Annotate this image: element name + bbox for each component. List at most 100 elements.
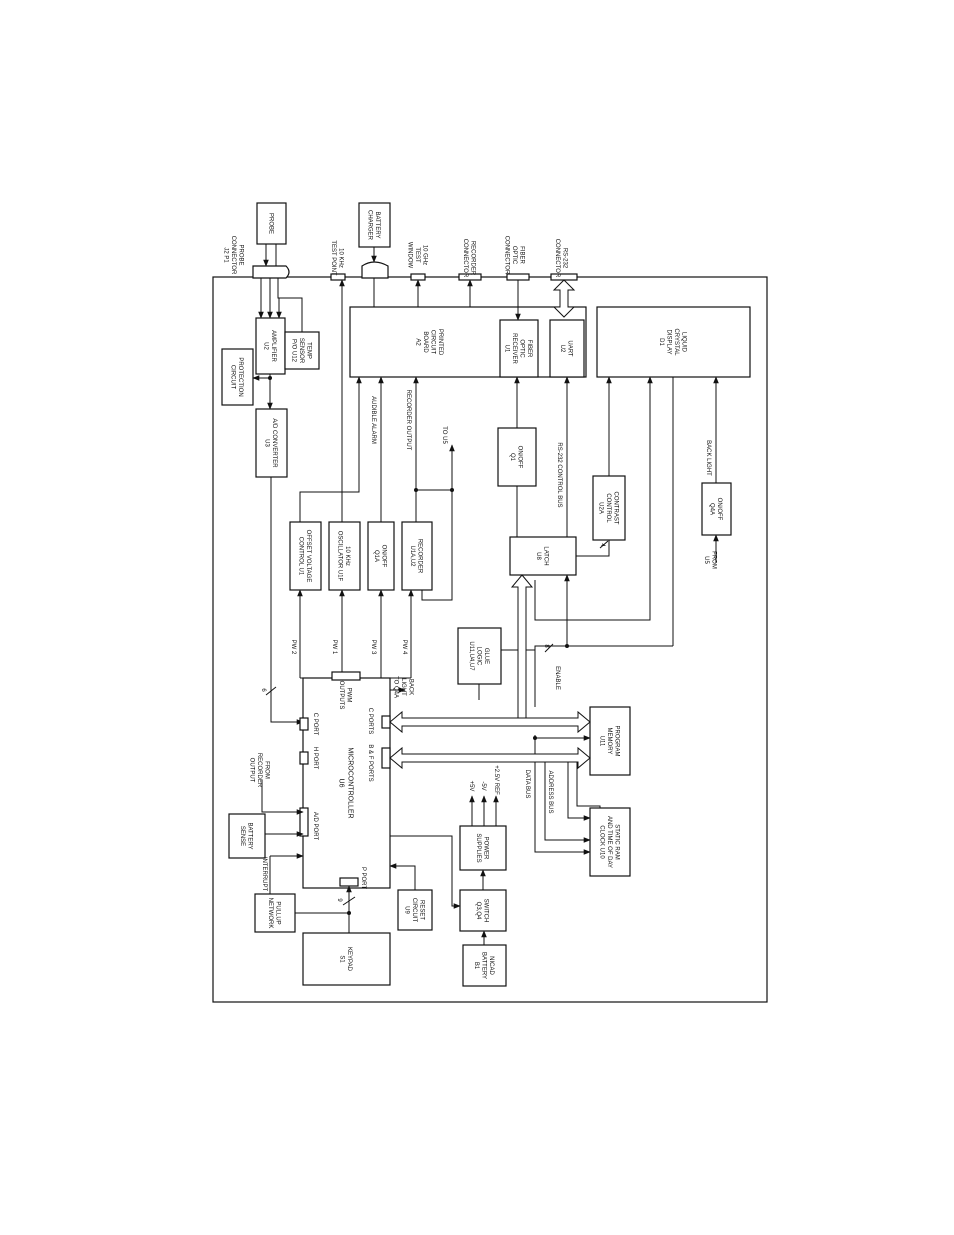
block-microcontroller-label: MICROCONTROLLERU6 bbox=[338, 747, 354, 818]
text-line: P/O U12 bbox=[290, 339, 296, 363]
text-line: CRYSTAL bbox=[673, 328, 679, 356]
bfports-tab bbox=[381, 747, 391, 769]
text-line: FIBER bbox=[518, 246, 524, 264]
text-line: BATTERY bbox=[374, 211, 380, 238]
block-keypad-label: KEYPADS1 bbox=[339, 947, 353, 972]
text-line: PRINTED bbox=[437, 329, 443, 356]
text-line: PW 4 bbox=[401, 640, 407, 655]
junction-mem bbox=[533, 736, 537, 740]
label-pw2: PW 2 bbox=[290, 640, 296, 655]
block-switch-label: SWITCHQ3,Q4 bbox=[475, 899, 489, 923]
block-nicad-battery-label: NICADBATTERYB1 bbox=[473, 952, 494, 979]
text-line: CONNECTOR bbox=[230, 236, 236, 275]
block-protection-circuit-label: PROTECTIONCIRCUIT bbox=[230, 357, 244, 396]
text-line: C PORTS bbox=[367, 708, 373, 735]
text-line: CONTRAST bbox=[612, 492, 618, 525]
text-line: NETWORK bbox=[267, 898, 273, 929]
block-latch-label: LATCHU8 bbox=[535, 546, 549, 565]
text-line: PW 1 bbox=[331, 640, 337, 655]
text-line: CIRCUIT bbox=[230, 365, 236, 390]
text-line: ON/OFF bbox=[381, 545, 387, 568]
text-line: FROM bbox=[263, 761, 269, 779]
test-point-pad bbox=[330, 273, 346, 281]
test-window-pad bbox=[410, 273, 426, 281]
text-line: RS-232 CONTROL BUS bbox=[556, 442, 562, 507]
block-amplifier-label: AMPLIFIERU2 bbox=[263, 330, 277, 362]
text-line: KEYPAD bbox=[346, 947, 352, 972]
text-line: CONNECTOR bbox=[462, 239, 468, 278]
labels: PROBECONNECTORJ2 P1 10 KHzTEST POINT 10 … bbox=[222, 236, 716, 903]
block-battery-sense: BATTERYSENSE bbox=[228, 813, 266, 859]
pwm-port-tab bbox=[331, 671, 361, 681]
label-pw4: PW 4 bbox=[401, 640, 407, 655]
text-line: RESET bbox=[418, 900, 424, 920]
text-line: RECORDER bbox=[417, 539, 423, 574]
block-ad-converter-label: A/D CONVERTERU3 bbox=[264, 418, 278, 468]
block-latch: LATCHU8 bbox=[509, 536, 577, 576]
text-line: SUPPLIES bbox=[475, 833, 481, 862]
text-line: PROGRAM bbox=[613, 725, 619, 756]
label-from-u5: FROMU5 bbox=[703, 551, 717, 569]
junction-recorder bbox=[414, 488, 418, 492]
wire-mem-ram bbox=[576, 760, 601, 808]
text-line: MEMORY bbox=[606, 728, 612, 755]
block-static-ram-label: STATIC RAMAND TIME OF DAYCLOCK U10 bbox=[598, 816, 619, 868]
label-n9: 9 bbox=[336, 898, 342, 902]
block-temp-sensor-label: TEMPSENSORP/O U12 bbox=[290, 338, 311, 364]
text-line: OFFSET VOLTAGE bbox=[305, 530, 311, 583]
block-microcontroller: MICROCONTROLLERU6 bbox=[302, 677, 391, 889]
label-test-point: 10 KHzTEST POINT bbox=[330, 240, 344, 276]
text-line: TEMP bbox=[305, 342, 311, 359]
cports-tab bbox=[381, 715, 391, 729]
block-pullup-network-label: PULLUPNETWORK bbox=[267, 898, 281, 929]
text-line: +2.5V REF bbox=[493, 765, 499, 795]
text-line: RECORDER bbox=[256, 753, 262, 788]
text-line: CONTROL bbox=[605, 493, 611, 523]
text-line: U6 bbox=[338, 779, 345, 788]
rs232-bus-arrow bbox=[552, 279, 576, 318]
block-offset-voltage-control: OFFSET VOLTAGECONTROL U1 bbox=[289, 521, 322, 591]
block-printed-circuit-board: PRINTEDCIRCUITBOARDA2 bbox=[349, 306, 587, 378]
text-line: FROM bbox=[711, 551, 717, 569]
probe-connector-shape bbox=[252, 265, 290, 279]
buses bbox=[389, 279, 591, 770]
wire-adc-cport bbox=[270, 477, 304, 725]
label-ref25v: +2.5V REF bbox=[493, 765, 499, 795]
label-interrupt: INTERRUPT bbox=[261, 857, 267, 892]
text-line: BACK LIGHT bbox=[705, 440, 711, 476]
block-onoff-q1: ON/OFFQ1 bbox=[497, 427, 537, 487]
label-bf-ports: B & F PORTS bbox=[367, 744, 373, 781]
text-line: Q1 bbox=[509, 453, 515, 462]
block-onoff-q1a: ON/OFFQ1A bbox=[367, 521, 395, 591]
label-recorder-connector: RECORDERCONNECTOR bbox=[462, 239, 476, 278]
blocks: PROBE BATTERYCHARGER AMPLIFIERU2 TEMPSEN… bbox=[221, 202, 751, 987]
label-data-bus: DATA BUS bbox=[524, 770, 530, 799]
wire-databus-lcd bbox=[534, 376, 653, 621]
label-test-window: 10 GHzTESTWINDOW bbox=[406, 242, 427, 269]
label-pwm-outputs: PWMOUTPUTS bbox=[338, 681, 352, 710]
block-liquid-crystal-display-label: LIQUIDCRYSTALDISPLAYD1 bbox=[658, 328, 687, 356]
text-line: P PORT bbox=[360, 867, 366, 889]
text-line: 6 bbox=[260, 688, 266, 692]
bus-tick-4 bbox=[599, 540, 609, 549]
block-contrast-control: CONTRASTCONTROLU2A bbox=[592, 475, 626, 541]
text-line: PWM bbox=[346, 688, 352, 703]
block-onoff-q1a-label: ON/OFFQ1A bbox=[373, 545, 387, 568]
text-line: PULLUP bbox=[275, 901, 281, 924]
block-glue-logic-label: GLUELOGICU11,U4,U7 bbox=[468, 641, 489, 671]
label-c-ports: C PORTS bbox=[367, 708, 373, 735]
text-line: LATCH bbox=[543, 546, 549, 565]
text-line: A/D PORT bbox=[312, 812, 318, 841]
text-line: S1 bbox=[339, 955, 345, 963]
label-recorder-output: RECORDER OUTPUT bbox=[405, 390, 411, 451]
block-oscillator-label: 10 KHzOSCILLATOR U1F bbox=[337, 531, 351, 582]
text-line: TEST bbox=[414, 247, 420, 263]
text-line: ON/OFF bbox=[716, 498, 722, 521]
text-line: J2 P1 bbox=[222, 247, 228, 263]
block-battery-charger: BATTERYCHARGER bbox=[358, 202, 391, 248]
text-line: H PORT bbox=[312, 747, 318, 770]
block-program-memory-label: PROGRAMMEMORYU11 bbox=[598, 725, 619, 756]
text-line: OSCILLATOR U1F bbox=[337, 531, 343, 582]
label-pw1: PW 1 bbox=[331, 640, 337, 655]
wire-addr2-ram bbox=[567, 760, 591, 821]
